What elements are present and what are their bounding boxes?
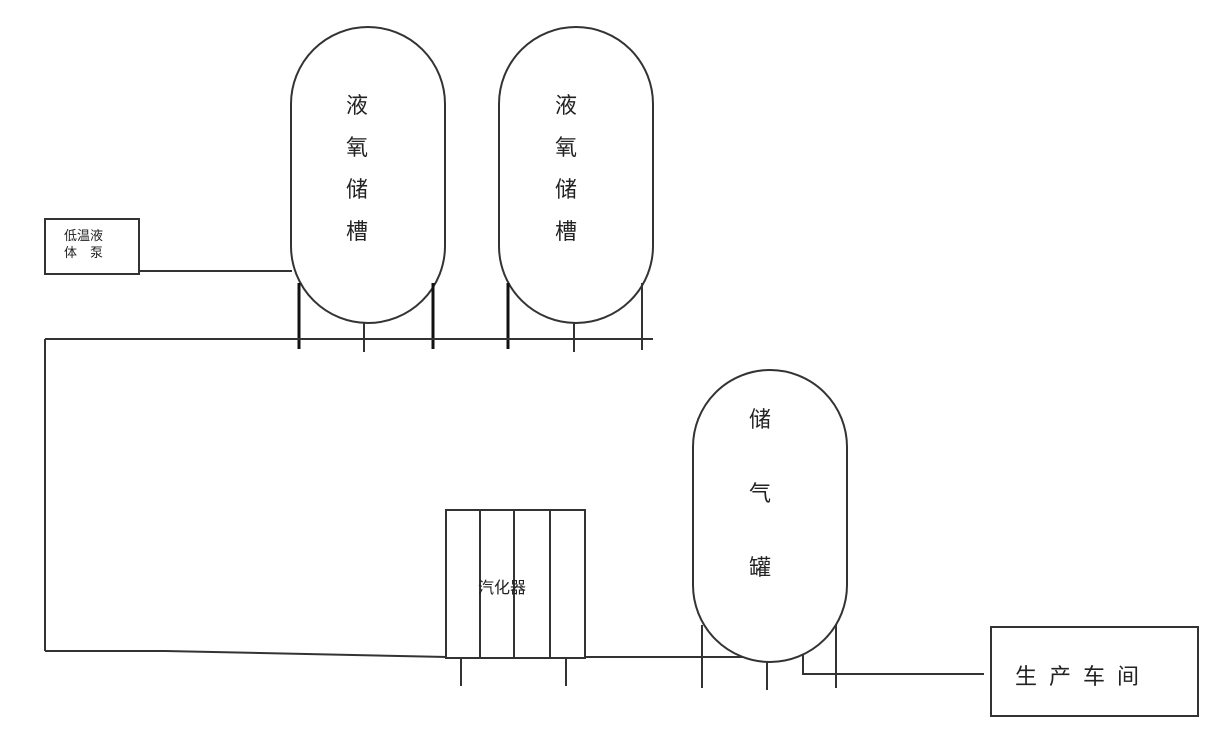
gas-tank-char: 气 bbox=[749, 482, 772, 507]
lox-tank-1-char: 槽 bbox=[346, 220, 369, 245]
lox-tank-1-shape[interactable] bbox=[290, 26, 446, 324]
lox-tank-1-char: 储 bbox=[346, 178, 369, 203]
lox-tank-1-char: 液 bbox=[346, 94, 369, 119]
vaporizer-label: 汽化器 bbox=[478, 578, 527, 597]
workshop-box[interactable] bbox=[990, 626, 1199, 717]
pump-label-line1: 低温液 bbox=[64, 229, 104, 244]
lox-tank-2-char: 氧 bbox=[555, 136, 578, 161]
pump-label: 低温液 体 泵 bbox=[64, 228, 103, 262]
lox-tank-1-char: 氧 bbox=[346, 136, 369, 161]
gastank-outlet-pipe bbox=[802, 655, 984, 675]
lox-tank-2-label: 液 氧 储 槽 bbox=[555, 96, 577, 244]
gas-tank-label: 储 气 罐 bbox=[749, 410, 771, 580]
pump-label-line2: 体 泵 bbox=[64, 246, 104, 261]
lox-tank-2-char: 储 bbox=[555, 178, 578, 203]
bottom-feed-pipe bbox=[45, 650, 448, 658]
lox-tank-2-char: 液 bbox=[555, 94, 578, 119]
lox-tank-2-shape[interactable] bbox=[498, 26, 654, 324]
vaporizer-box[interactable] bbox=[445, 509, 586, 659]
lox-tank-1-label: 液 氧 储 槽 bbox=[346, 96, 368, 244]
gas-tank-char: 储 bbox=[749, 408, 772, 433]
cryogenic-pump-box[interactable] bbox=[44, 218, 140, 275]
lox-tank-2-char: 槽 bbox=[555, 220, 578, 245]
workshop-label: 生产车间 bbox=[1015, 665, 1152, 690]
gas-tank-shape[interactable] bbox=[692, 369, 848, 663]
gas-tank-char: 罐 bbox=[749, 556, 772, 581]
